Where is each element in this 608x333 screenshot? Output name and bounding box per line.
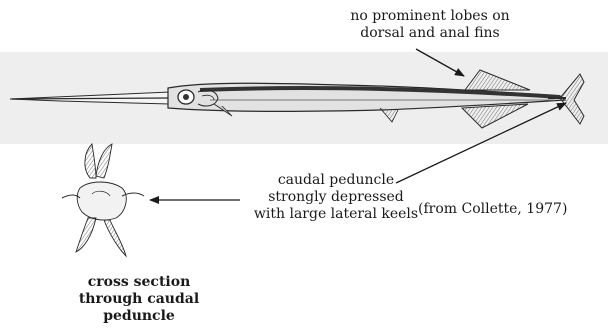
cross-caption-line-1: cross section bbox=[60, 274, 218, 291]
cross-section-caption: cross section through caudal peduncle bbox=[60, 274, 218, 325]
cross-caption-line-2: through caudal bbox=[60, 291, 218, 308]
peduncle-note-line-2: strongly depressed bbox=[236, 189, 436, 206]
source-citation: (from Collette, 1977) bbox=[418, 201, 604, 218]
caudal-peduncle-note: caudal peduncle strongly depressed with … bbox=[236, 172, 436, 223]
cross-caption-line-3: peduncle bbox=[60, 308, 218, 325]
peduncle-cross-section-icon bbox=[62, 144, 144, 256]
fin-note-line-1: no prominent lobes on bbox=[318, 8, 542, 25]
dorsal-anal-fin-note: no prominent lobes on dorsal and anal fi… bbox=[318, 8, 542, 42]
peduncle-note-line-3: with large lateral keels bbox=[236, 206, 436, 223]
peduncle-note-line-1: caudal peduncle bbox=[236, 172, 436, 189]
fin-note-line-2: dorsal and anal fins bbox=[318, 25, 542, 42]
